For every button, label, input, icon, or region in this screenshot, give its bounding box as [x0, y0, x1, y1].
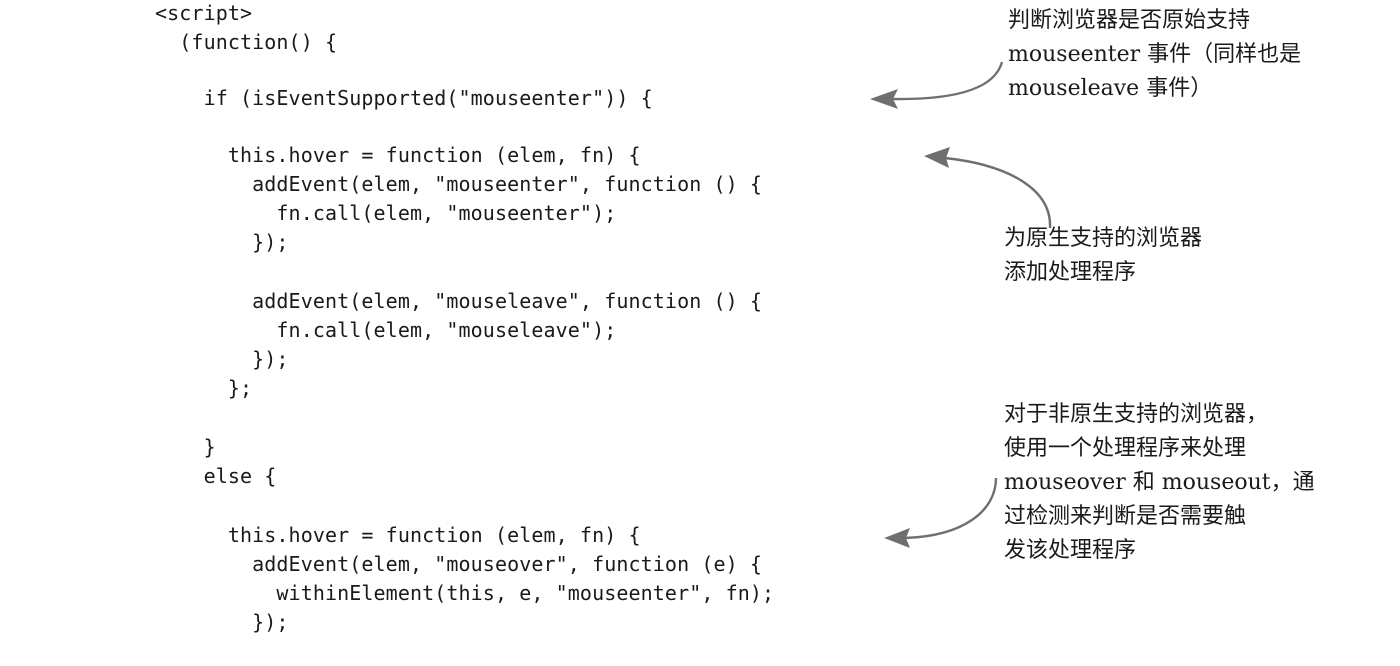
- annotation-line: 判断浏览器是否原始支持: [1008, 8, 1251, 33]
- annotation-line: 添加处理程序: [1004, 260, 1137, 285]
- code-line: (function() {: [155, 30, 338, 54]
- code-line: this.hover = function (elem, fn) {: [155, 523, 641, 547]
- code-line: };: [155, 376, 253, 400]
- code-line: });: [155, 347, 289, 371]
- annotation-native-handler: 为原生支持的浏览器 添加处理程序: [1004, 222, 1202, 290]
- annotation-line: 对于非原生支持的浏览器，: [1004, 402, 1269, 427]
- arrow-to-native-hover: [924, 147, 1052, 229]
- annotation-line: 过检测来判断是否需要触: [1004, 504, 1247, 529]
- code-line: fn.call(elem, "mouseenter");: [155, 201, 617, 225]
- code-line: addEvent(elem, "mouseover", function (e)…: [155, 552, 763, 576]
- annotation-line: mouseover 和 mouseout，通: [1004, 470, 1315, 495]
- code-line: else {: [155, 464, 277, 488]
- annotation-line: mouseleave 事件）: [1008, 76, 1213, 101]
- annotation-line: mouseenter 事件（同样也是: [1008, 42, 1302, 67]
- code-line: addEvent(elem, "mouseleave", function ()…: [155, 289, 763, 313]
- code-line: }: [155, 435, 216, 459]
- code-line: addEvent(elem, "mouseenter", function ()…: [155, 172, 763, 196]
- arrow-to-if-statement: [870, 61, 1004, 109]
- code-line: <script>: [155, 1, 253, 25]
- annotation-line: 使用一个处理程序来处理: [1004, 436, 1247, 461]
- code-line: fn.call(elem, "mouseleave");: [155, 318, 617, 342]
- code-line: withinElement(this, e, "mouseenter", fn)…: [155, 581, 775, 605]
- arrow-to-fallback-hover: [884, 477, 998, 548]
- code-line: });: [155, 230, 289, 254]
- annotation-fallback-handler: 对于非原生支持的浏览器， 使用一个处理程序来处理 mouseover 和 mou…: [1004, 398, 1315, 568]
- code-line: this.hover = function (elem, fn) {: [155, 143, 641, 167]
- code-line: if (isEventSupported("mouseenter")) {: [155, 86, 653, 110]
- code-line: });: [155, 610, 289, 634]
- annotation-line: 发该处理程序: [1004, 538, 1137, 563]
- annotation-line: 为原生支持的浏览器: [1004, 226, 1203, 251]
- annotation-event-support: 判断浏览器是否原始支持 mouseenter 事件（同样也是 mouseleav…: [1008, 4, 1301, 106]
